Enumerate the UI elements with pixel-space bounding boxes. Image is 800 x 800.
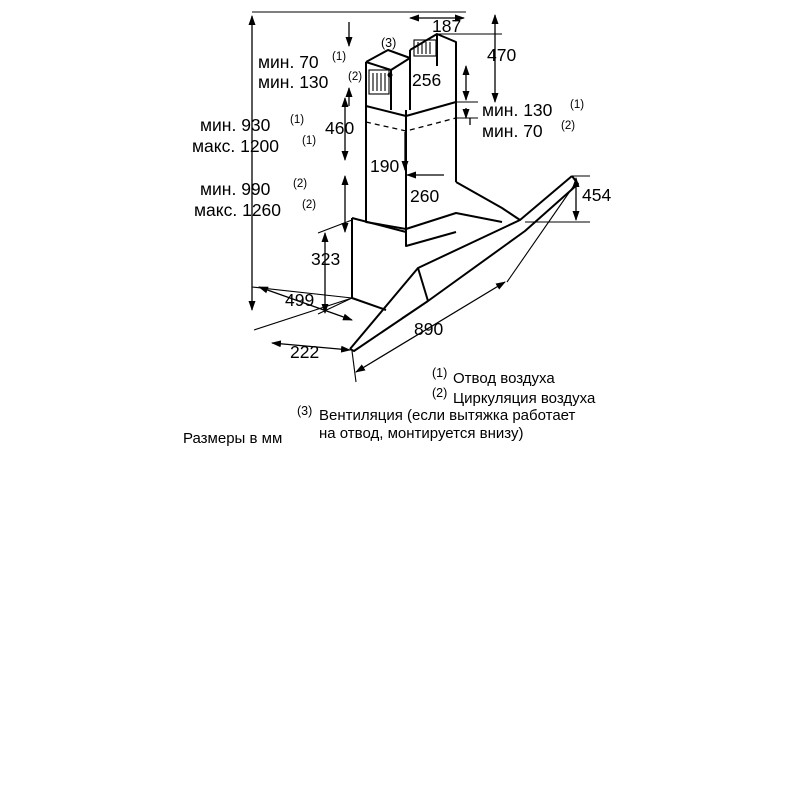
min130-ref: (2)	[348, 71, 362, 83]
min130-label: мин. 130	[258, 72, 329, 92]
legend-item1-ref: (1)	[432, 366, 447, 380]
legend-item2-ref: (2)	[432, 386, 447, 400]
min70-ref: (1)	[332, 51, 346, 63]
dim-890: 890	[414, 319, 443, 339]
min930-label: мин. 930	[200, 115, 271, 135]
min930-ref: (1)	[290, 114, 304, 126]
right-min130-ref: (1)	[570, 99, 584, 111]
dim-190: 190	[370, 156, 399, 176]
max1260-ref: (2)	[302, 199, 316, 211]
right-min70-label: мин. 70	[482, 121, 543, 141]
dim-187: 187	[432, 16, 461, 36]
legend-item3-line2: на отвод, монтируется внизу)	[319, 425, 523, 442]
hood-outline	[349, 33, 579, 352]
dim-454: 454	[582, 185, 611, 205]
max1200-ref: (1)	[302, 135, 316, 147]
max1200-label: макс. 1200	[192, 136, 279, 156]
legend-item2-text: Циркуляция воздуха	[453, 390, 596, 407]
min990-ref: (2)	[293, 178, 307, 190]
dim-260: 260	[410, 186, 439, 206]
min990-label: мин. 990	[200, 179, 271, 199]
vent-ref-label: (3)	[381, 36, 396, 50]
dim-470: 470	[487, 45, 516, 65]
legend: (1) Отвод воздуха (2) Циркуляция воздуха…	[297, 366, 596, 442]
dimension-lines	[248, 11, 590, 383]
min70-label: мин. 70	[258, 52, 319, 72]
dim-323: 323	[311, 249, 340, 269]
max1260-label: макс. 1260	[194, 200, 281, 220]
right-min70-ref: (2)	[561, 120, 575, 132]
dim-256: 256	[412, 70, 441, 90]
legend-item1-text: Отвод воздуха	[453, 370, 555, 387]
units-note: Размеры в мм	[183, 430, 282, 447]
vent-grid-icon	[368, 39, 437, 95]
legend-item3-ref: (3)	[297, 404, 312, 418]
dim-499: 499	[285, 290, 314, 310]
right-min130-label: мин. 130	[482, 100, 553, 120]
dim-222: 222	[290, 342, 319, 362]
dim-460: 460	[325, 118, 354, 138]
legend-item3-line1: Вентиляция (если вытяжка работает	[319, 407, 576, 424]
